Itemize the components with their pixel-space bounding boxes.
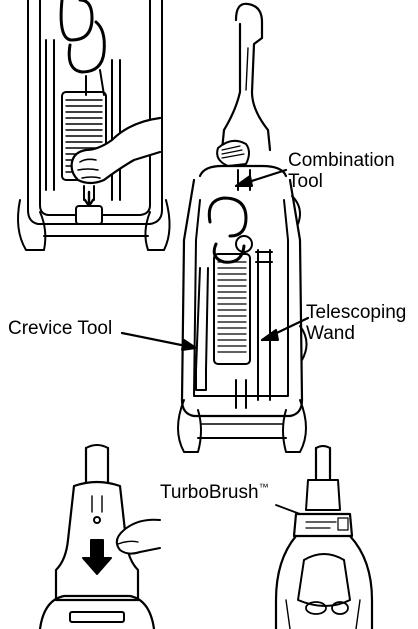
crevice-tool-label: Crevice Tool [8, 318, 113, 339]
combination-tool-label-line2: Tool [288, 171, 323, 192]
center-filter [213, 253, 251, 365]
leader-arrows [120, 168, 310, 515]
turbobrush-leader [275, 504, 301, 515]
vacuum-front-view [177, 2, 308, 453]
rear-view-panel [17, 0, 171, 251]
arrowhead-icon [235, 175, 253, 187]
turbobrush-shape [292, 512, 354, 538]
trademark-mark: ™ [258, 482, 269, 494]
crevice-tool-shape [195, 267, 209, 371]
arrowhead-icon [181, 339, 197, 351]
turbobrush-panel [274, 445, 374, 629]
telescoping-wand-label-line2: Wand [306, 323, 355, 344]
combination-tool-label: Combination Tool [288, 150, 395, 192]
turbobrush-label: TurboBrush™ [160, 482, 269, 503]
down-arrow-icon [82, 539, 112, 575]
arrowhead-icon [261, 329, 279, 341]
turbobrush-label-text: TurboBrush [160, 482, 259, 503]
combination-tool-shape [216, 139, 250, 167]
telescoping-wand-label: Telescoping Wand [306, 302, 406, 344]
wand-insertion-panel [38, 444, 161, 629]
telescoping-wand-shape [257, 249, 271, 401]
combination-tool-label-line1: Combination [288, 150, 395, 171]
telescoping-wand-label-line1: Telescoping [306, 302, 407, 323]
